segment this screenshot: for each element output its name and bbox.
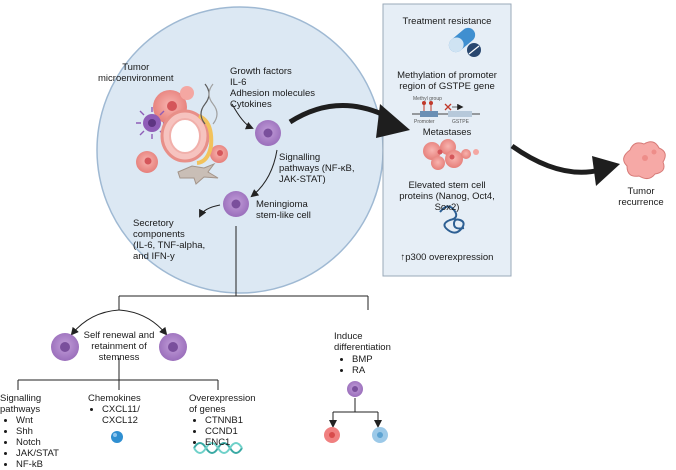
induce-differentiation-title: Induce differentiation — [334, 331, 391, 353]
red-cell-icon — [324, 427, 340, 443]
branch-lines — [17, 226, 382, 428]
methylation-label: Methylation of promoter region of GSTPE … — [397, 70, 497, 92]
signalling-pathways-title: Signalling pathways — [0, 393, 42, 415]
list-item: CCND1 — [205, 426, 243, 437]
treatment-resistance-title: Treatment resistance — [402, 16, 492, 27]
signalling-pathways-list: Wnt Shh Notch JAK/STAT NF-kB — [6, 415, 59, 470]
dna-helix-icon — [193, 442, 243, 454]
arrow-to-recurrence — [510, 143, 601, 175]
list-item: RA — [352, 365, 373, 376]
arrow-secretory — [199, 204, 221, 218]
gstpe-label: GSTPE — [452, 119, 469, 125]
list-item: CXCL11/ — [102, 404, 140, 415]
list-item: Notch — [16, 437, 59, 448]
self-renewal-cell-right-icon — [159, 333, 187, 361]
promoter-label: Promoter — [414, 119, 435, 125]
metastases-label: Metastases — [422, 127, 472, 138]
stem-cell-proteins-label: Elevated stem cell proteins (Nanog, Oct4… — [399, 180, 495, 213]
blood-vessel-icon — [160, 109, 214, 165]
list-item: Shh — [16, 426, 59, 437]
arrow-cell-to-meningioma — [250, 149, 278, 198]
meningioma-stem-cell-icon — [223, 191, 249, 217]
blue-cell-icon — [372, 427, 388, 443]
induce-differentiation-list: BMP RA — [342, 354, 373, 376]
chemokines-list: CXCL11/ CXCL12 — [92, 404, 140, 426]
tumor-microenvironment-label: Tumor microenvironment — [98, 62, 174, 84]
fibroblast-icon — [177, 162, 219, 185]
list-item: CXCL12 — [102, 415, 138, 426]
list-item: Wnt — [16, 415, 59, 426]
list-item: JAK/STAT — [16, 448, 59, 459]
factors-label: Growth factors IL-6 Adhesion molecules C… — [230, 66, 316, 110]
list-item: BMP — [352, 354, 373, 365]
signalling-label: Signalling pathways (NF-κB, JAK-STAT) — [279, 152, 355, 185]
overexpression-list: CTNNB1 CCND1 ENC1 — [195, 415, 243, 448]
chemokine-icon — [111, 431, 123, 443]
list-item: ENC1 — [205, 437, 243, 448]
microenvironment-illustration — [136, 83, 228, 185]
differentiating-cell-icon — [347, 381, 363, 397]
promoter-gene-icon — [412, 101, 480, 117]
overexpression-title: Overexpression of genes — [189, 393, 256, 415]
stem-cell-upper-icon — [255, 120, 281, 146]
chemokines-title: Chemokines — [88, 393, 141, 404]
self-renewal-cell-left-icon — [51, 333, 79, 361]
secretory-label: Secretory components (IL-6, TNF-alpha, a… — [133, 218, 206, 262]
tumor-recurrence-label: Tumor recurrence — [618, 186, 664, 208]
tumor-recurrence-icon — [623, 141, 666, 180]
self-renewal-label: Self renewal and retainment of stemness — [83, 330, 155, 363]
metastases-icon — [423, 139, 479, 170]
meningioma-label: Meningioma stem-like cell — [256, 199, 311, 221]
pill-icon — [448, 27, 481, 57]
dna-icon — [200, 83, 218, 125]
p300-label: ↑p300 overexpression — [400, 252, 494, 263]
list-item: CTNNB1 — [205, 415, 243, 426]
list-item: NF-kB — [16, 459, 59, 470]
arrow-factors-to-cell — [231, 103, 254, 130]
methyl-group-label: Methyl group — [413, 96, 442, 102]
protein-icon — [439, 205, 465, 234]
